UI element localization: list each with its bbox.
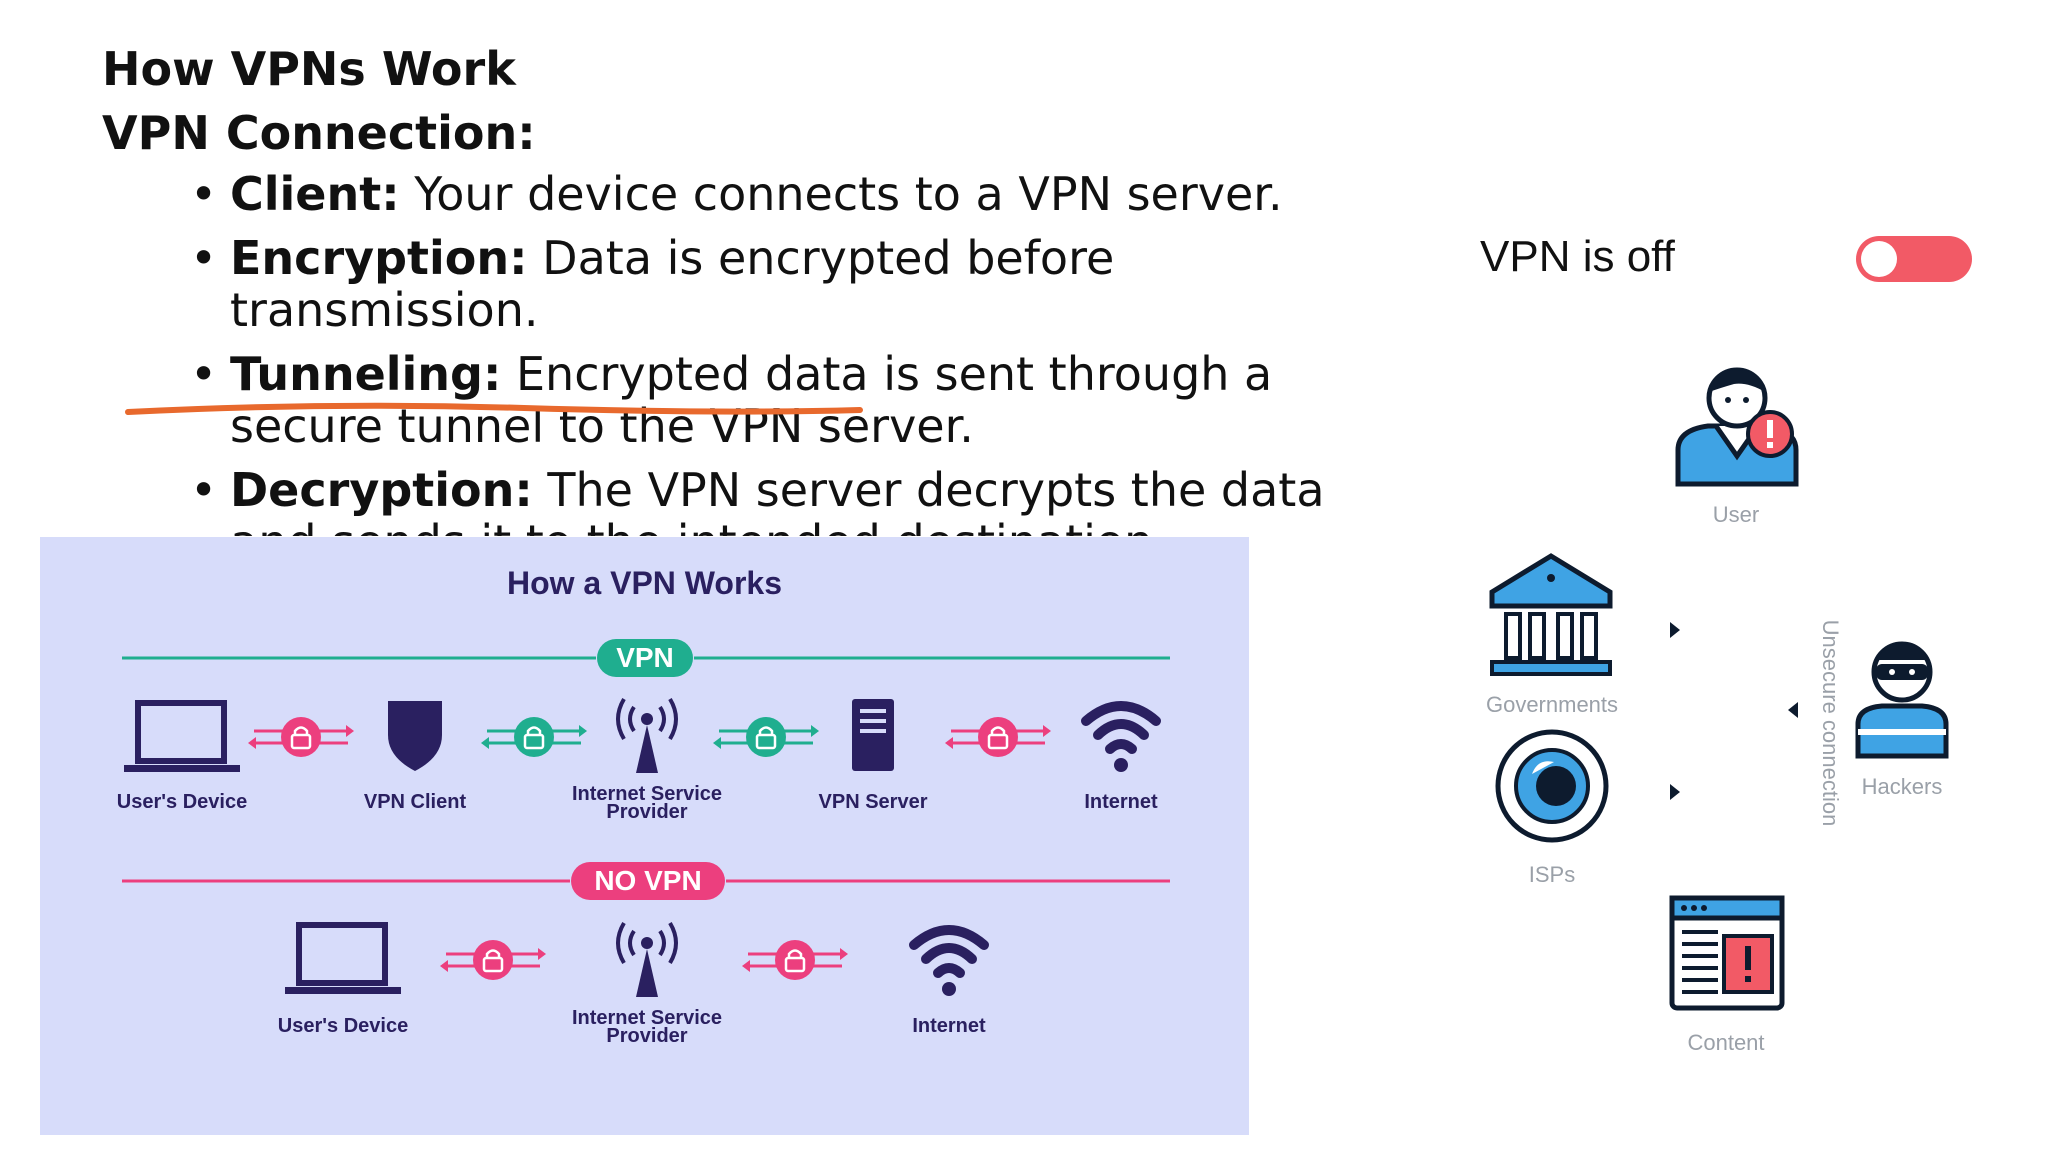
content-label: Content bbox=[1687, 1030, 1765, 1055]
bullet-tunneling: Tunneling: Encrypted data is sent throug… bbox=[190, 348, 1330, 452]
lock-icon-teal bbox=[481, 717, 587, 757]
wifi-icon bbox=[909, 925, 989, 996]
bullet-text: Data is encrypted before transmission. bbox=[230, 231, 1115, 337]
lock-icon-teal bbox=[713, 717, 819, 757]
bullet-client: Client: Your device connects to a VPN se… bbox=[190, 168, 1330, 220]
user-label: User bbox=[1712, 502, 1760, 527]
bullet-text: The VPN server decrypts the data and sen… bbox=[230, 463, 1325, 536]
hackers-label: Hackers bbox=[1861, 774, 1943, 799]
slide-subtitle: VPN Connection: bbox=[102, 106, 536, 160]
bullet-decryption: Decryption: The VPN server decrypts the … bbox=[190, 464, 1330, 536]
bullet-term: Tunneling: bbox=[230, 347, 502, 401]
node-label-internet: Internet bbox=[1084, 791, 1158, 813]
node-label-isp: Internet Service Provider bbox=[571, 783, 723, 823]
content-window-icon bbox=[1669, 895, 1785, 1011]
vpn-status-label: VPN is off bbox=[1480, 232, 1675, 281]
bullet-term: Decryption: bbox=[230, 463, 533, 517]
government-building-icon bbox=[1489, 553, 1613, 676]
laptop-icon bbox=[285, 922, 401, 994]
node-label-users-device: User's Device bbox=[277, 1015, 409, 1037]
arrow-right-icon bbox=[1670, 622, 1680, 638]
wifi-icon bbox=[1081, 701, 1161, 772]
slide-title: How VPNs Work bbox=[102, 42, 516, 96]
bullet-term: Client: bbox=[230, 168, 400, 221]
bullet-list: Client: Your device connects to a VPN se… bbox=[190, 168, 1330, 536]
antenna-icon bbox=[616, 697, 678, 773]
node-label-vpn-server: VPN Server bbox=[818, 791, 928, 813]
arrow-left-icon bbox=[1788, 702, 1798, 718]
vpn-infographic: How a VPN Works VPN NO VPN bbox=[40, 537, 1249, 1135]
bullet-term: Encryption: bbox=[230, 231, 528, 285]
node-label-users-device: User's Device bbox=[116, 791, 248, 813]
novpn-badge: NO VPN bbox=[571, 862, 725, 900]
node-label-vpn-client: VPN Client bbox=[363, 791, 467, 813]
node-label-isp: Internet Service Provider bbox=[571, 1007, 723, 1047]
eye-icon bbox=[1495, 729, 1609, 843]
antenna-icon bbox=[616, 921, 678, 997]
vpn-badge: VPN bbox=[597, 639, 693, 677]
infographic-lines bbox=[122, 656, 1170, 883]
vpn-toggle[interactable] bbox=[1856, 236, 1972, 282]
lock-icon-pink bbox=[440, 940, 546, 980]
node-label-internet: Internet bbox=[912, 1015, 986, 1037]
laptop-icon bbox=[124, 700, 240, 772]
governments-label: Governments bbox=[1485, 692, 1619, 717]
lock-icon-pink bbox=[945, 717, 1051, 757]
bullet-encryption: Encryption: Data is encrypted before tra… bbox=[190, 232, 1330, 336]
isps-label: ISPs bbox=[1528, 862, 1576, 887]
lock-icon-pink bbox=[248, 717, 354, 757]
annotation-underline bbox=[125, 402, 863, 415]
shield-icon bbox=[388, 701, 442, 771]
server-icon bbox=[852, 699, 894, 771]
user-icon bbox=[1675, 367, 1799, 487]
lock-icon-pink bbox=[742, 940, 848, 980]
bullet-list-clip: Client: Your device connects to a VPN se… bbox=[150, 168, 1350, 536]
bullet-text: Your device connects to a VPN server. bbox=[399, 168, 1283, 221]
hacker-icon bbox=[1855, 641, 1949, 759]
arrow-right-icon bbox=[1670, 784, 1680, 800]
infographic-title: How a VPN Works bbox=[506, 565, 783, 601]
unsecure-connection-label: Unsecure connection bbox=[1818, 619, 1843, 827]
toggle-knob bbox=[1861, 241, 1897, 277]
